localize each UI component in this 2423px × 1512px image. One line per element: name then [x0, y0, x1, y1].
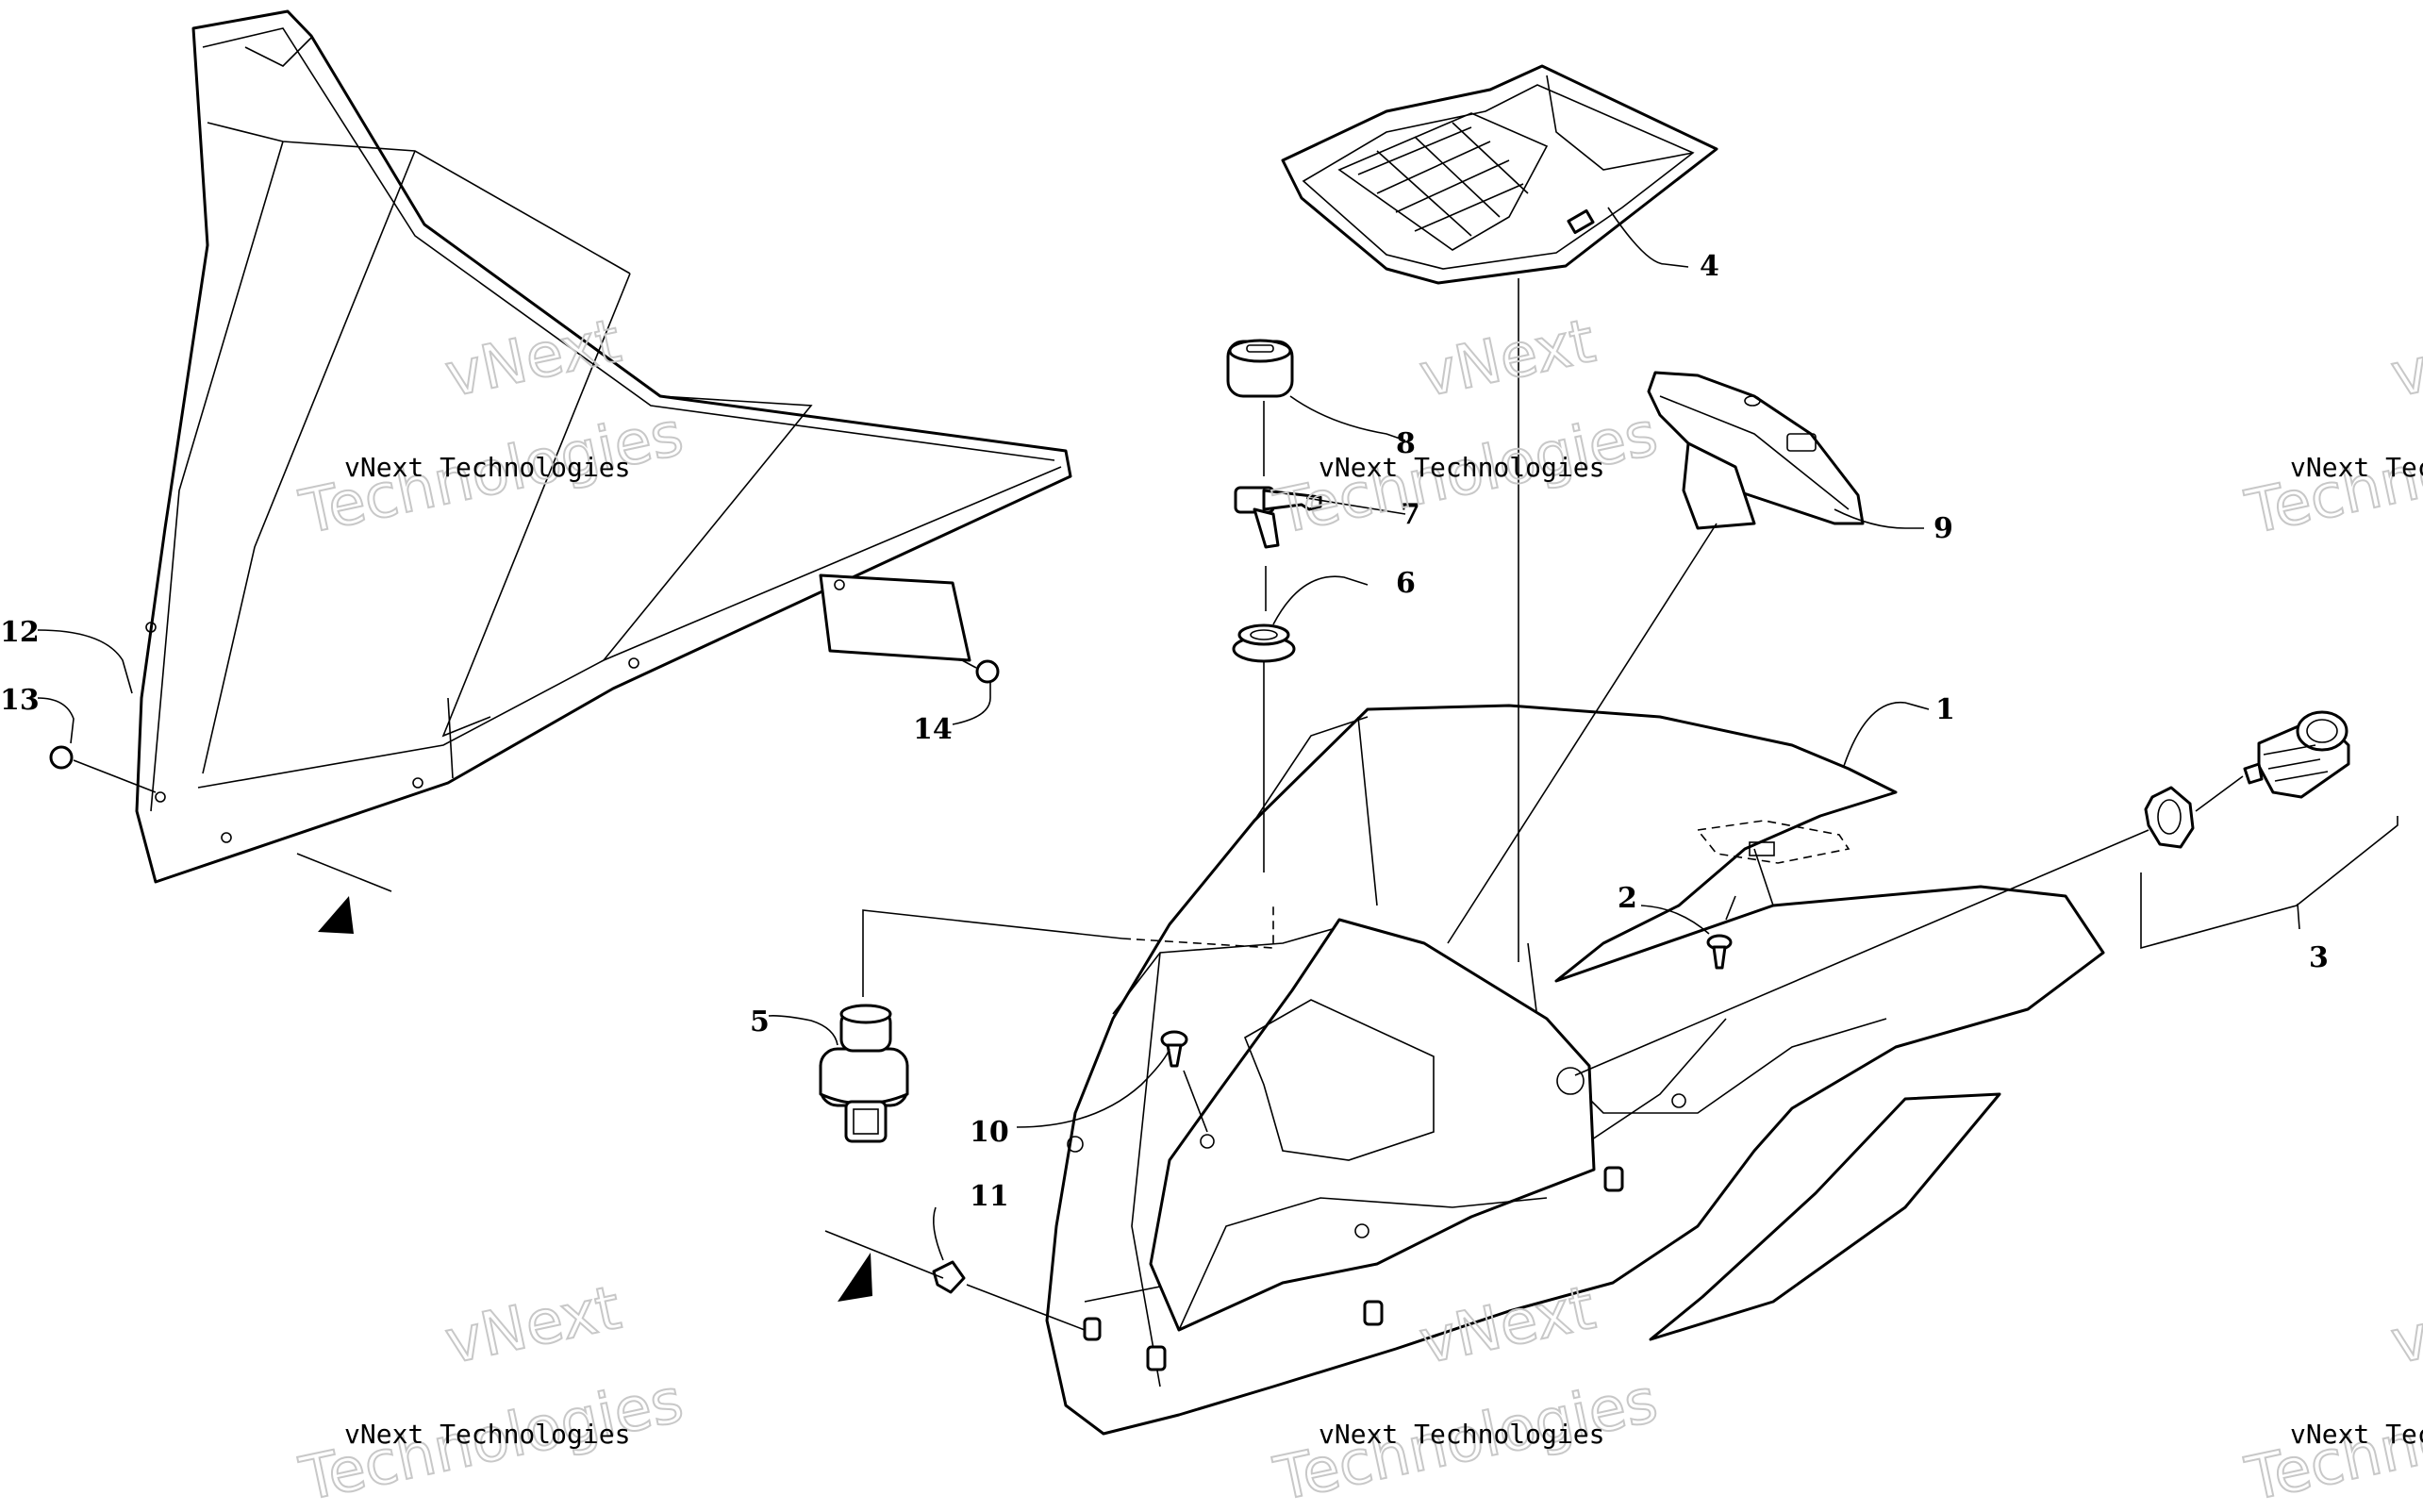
callout-labels: 1 2 3 4 5 6 7 8 9 10 11 12 13 14	[0, 250, 2329, 1213]
watermark: vNext Technologies vNext Technologies	[2239, 1272, 2423, 1512]
svg-text:vNext: vNext	[2385, 307, 2423, 411]
watermark: vNext Technologies vNext Technologies	[2239, 306, 2423, 549]
callout-4: 4	[1700, 250, 1719, 283]
svg-text:vNext Technologies: vNext Technologies	[1319, 452, 1604, 483]
watermark: vNext Technologies vNext Technologies	[293, 1272, 690, 1512]
svg-text:vNext Technologies: vNext Technologies	[344, 1419, 630, 1450]
callout-12: 12	[0, 616, 40, 649]
windshield	[135, 9, 1072, 884]
svg-text:vNext Technologies: vNext Technologies	[344, 452, 630, 483]
callout-2: 2	[1618, 882, 1637, 915]
screw-14	[961, 659, 1000, 684]
callout-1: 1	[1935, 693, 1955, 726]
callout-8: 8	[1396, 427, 1416, 460]
watermark: vNext Technologies vNext Technologies	[1268, 306, 1665, 549]
ignition-key	[1234, 486, 1322, 549]
svg-text:vNext Technologies: vNext Technologies	[2290, 452, 2423, 483]
switch	[819, 1004, 909, 1143]
callout-9: 9	[1933, 512, 1953, 545]
clip-11	[932, 1260, 966, 1294]
callout-11: 11	[970, 1180, 1009, 1213]
callout-5: 5	[750, 1005, 770, 1038]
key-cap	[1226, 339, 1294, 398]
svg-text:vNext Technologies: vNext Technologies	[2290, 1419, 2423, 1450]
screw-13	[49, 745, 157, 793]
screw-2	[1706, 934, 1733, 970]
svg-text:vNext: vNext	[440, 1273, 626, 1378]
grommet	[1232, 623, 1296, 663]
power-outlet	[2243, 710, 2350, 799]
hood	[1045, 704, 2105, 1436]
net-mesh	[1337, 112, 1549, 251]
svg-text:vNext Technologies: vNext Technologies	[1319, 1419, 1604, 1450]
direction-arrow-icon	[318, 896, 354, 934]
gauge	[1647, 371, 1865, 530]
callout-3: 3	[2309, 941, 2329, 974]
screw-10	[1160, 1030, 1188, 1068]
callout-13: 13	[0, 684, 40, 717]
svg-text:vNext: vNext	[2385, 1273, 2423, 1378]
svg-text:vNext: vNext	[1414, 307, 1601, 411]
callout-14: 14	[913, 713, 953, 746]
storage-tray	[1281, 64, 1718, 285]
callout-7: 7	[1401, 498, 1420, 531]
direction-arrow-icon	[838, 1253, 872, 1302]
retaining-nut	[2144, 786, 2195, 849]
leader-lines	[37, 207, 2398, 1331]
callout-6: 6	[1396, 567, 1416, 600]
callout-10: 10	[970, 1116, 1009, 1149]
